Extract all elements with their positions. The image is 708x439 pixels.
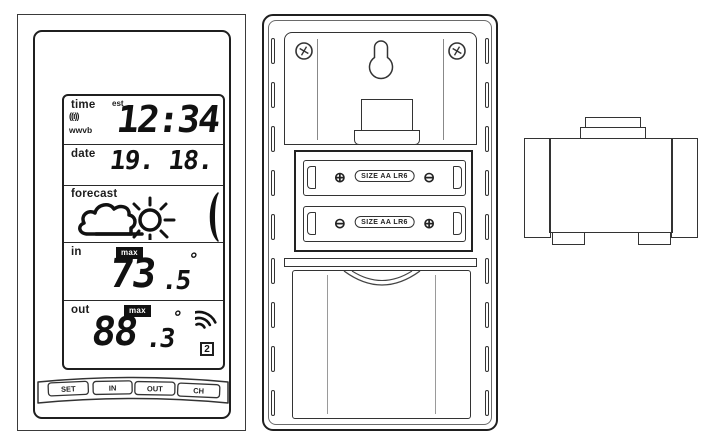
vent-slot — [485, 170, 489, 196]
sensor-left-flap — [524, 138, 551, 238]
battery-slot-2: ⊖ SIZE AA LR6 ⊕ — [303, 206, 466, 242]
front-view-outline — [17, 14, 246, 431]
svg-text:OUT: OUT — [147, 384, 163, 393]
radio-signal-icon: ((ı)) — [69, 111, 79, 121]
outdoor-temp-int: 88 — [89, 309, 139, 355]
minus-terminal-icon: ⊖ — [334, 215, 346, 231]
indoor-temp-int: 73 — [107, 251, 157, 297]
wwvb-label: wwvb — [69, 125, 93, 135]
door-rail — [284, 258, 477, 267]
indoor-degree-symbol: ° — [186, 250, 198, 270]
cloud-shape — [78, 203, 137, 236]
sensor-foot — [552, 233, 585, 245]
screw-icon — [448, 42, 466, 60]
indoor-max-badge: max — [116, 247, 143, 259]
door-seam-line — [327, 275, 328, 414]
est-label: est — [112, 99, 124, 108]
vent-slot — [485, 82, 489, 108]
date-value: 19. 18. — [108, 146, 215, 176]
panel-seam-line — [317, 39, 318, 140]
battery-contact — [307, 212, 316, 235]
panel-seam-line — [443, 39, 444, 140]
back-view-body: ⊕ SIZE AA LR6 ⊖ ⊖ SIZE AA LR6 ⊕ — [262, 14, 498, 431]
sensor-body — [549, 138, 673, 233]
outdoor-temp-dec: .3 — [144, 324, 176, 354]
minus-terminal-icon: ⊖ — [423, 169, 435, 185]
battery-contact — [453, 166, 462, 189]
indoor-label: in — [71, 246, 82, 258]
vent-slot — [271, 258, 275, 284]
forecast-label: forecast — [71, 188, 118, 200]
lcd-divider — [64, 185, 223, 186]
sensor-right-flap — [671, 138, 698, 238]
lcd-display: time est ((ı)) wwvb 12:34 date 19. 18. f… — [62, 94, 225, 370]
outdoor-degree-symbol: ° — [170, 308, 182, 328]
fold-out-stand[interactable] — [361, 99, 413, 131]
battery-size-label: SIZE AA LR6 — [354, 170, 415, 182]
vent-slot — [271, 302, 275, 328]
vent-slot — [271, 390, 275, 416]
in-button[interactable]: IN — [92, 380, 133, 396]
plus-terminal-icon: ⊕ — [423, 215, 435, 231]
back-inner-outline — [268, 20, 492, 425]
sensor-foot — [638, 233, 671, 245]
svg-text:SET: SET — [61, 384, 76, 394]
vent-slot — [485, 126, 489, 152]
vent-slot — [271, 170, 275, 196]
indoor-temp-dec: .5 — [160, 266, 192, 296]
out-button[interactable]: OUT — [134, 380, 176, 396]
button-bar: SET IN OUT CH — [37, 376, 229, 404]
stand-latch-tab[interactable] — [354, 130, 420, 145]
vent-slot — [271, 38, 275, 64]
battery-contact — [453, 212, 462, 235]
time-label: time — [71, 99, 96, 111]
ch-button[interactable]: CH — [176, 382, 221, 399]
plus-terminal-icon: ⊕ — [334, 169, 346, 185]
vent-slot — [271, 82, 275, 108]
battery-size-label: SIZE AA LR6 — [354, 216, 415, 228]
vent-slot — [485, 214, 489, 240]
vent-slot — [485, 302, 489, 328]
vent-slot — [485, 258, 489, 284]
battery-contact — [307, 166, 316, 189]
vent-slot — [271, 346, 275, 372]
battery-door[interactable] — [292, 270, 471, 419]
vent-slot — [271, 214, 275, 240]
outdoor-label: out — [71, 304, 90, 316]
time-value: 12:34 — [113, 98, 221, 141]
keyhole-hanger-icon — [368, 40, 394, 80]
outdoor-max-badge: max — [124, 305, 151, 317]
channel-indicator: 2 — [200, 342, 214, 356]
thumb-notch — [343, 271, 420, 286]
vent-slot — [485, 390, 489, 416]
lcd-divider — [64, 242, 223, 243]
battery-slot-1: ⊕ SIZE AA LR6 ⊖ — [303, 160, 466, 196]
back-top-panel — [284, 32, 477, 145]
partly-cloudy-icon — [78, 196, 176, 240]
rf-waves-icon — [195, 310, 217, 329]
moon-phase-icon — [209, 192, 219, 242]
date-label: date — [71, 148, 96, 160]
vent-slot — [485, 346, 489, 372]
door-seam-line — [435, 275, 436, 414]
vent-slot — [271, 126, 275, 152]
set-button[interactable]: SET — [47, 380, 90, 397]
vent-slot — [485, 38, 489, 64]
svg-text:IN: IN — [109, 384, 117, 393]
sensor-mount-tab — [585, 117, 641, 128]
battery-compartment: ⊕ SIZE AA LR6 ⊖ ⊖ SIZE AA LR6 ⊕ — [294, 150, 473, 252]
lcd-divider — [64, 300, 223, 301]
screw-icon — [295, 42, 313, 60]
svg-text:CH: CH — [193, 386, 204, 395]
lcd-divider — [64, 144, 223, 145]
